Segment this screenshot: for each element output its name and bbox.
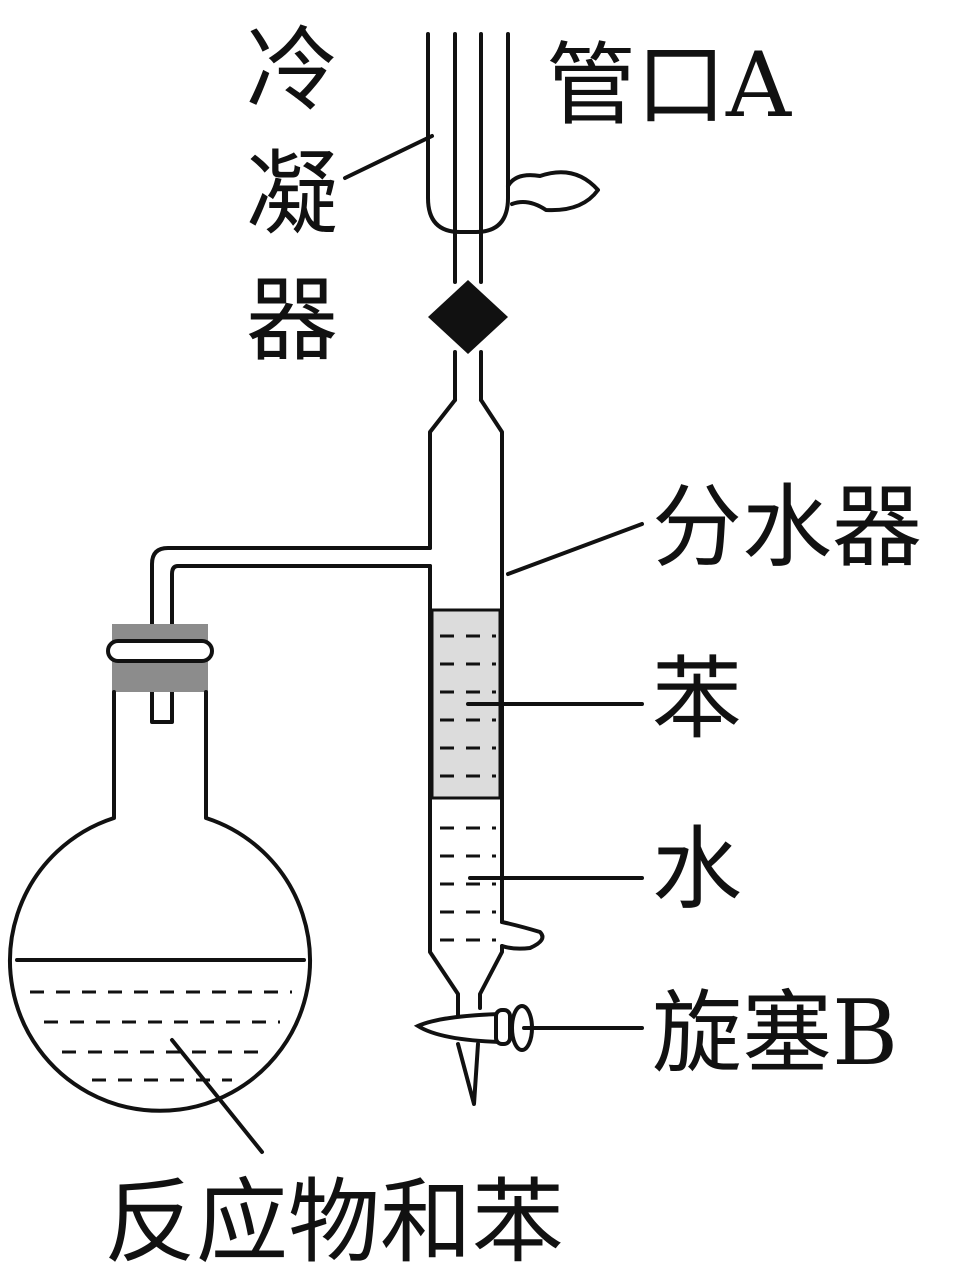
benzene-label: 苯 <box>652 647 742 752</box>
rubber-stopper <box>106 624 214 692</box>
stopcock-b <box>413 1004 534 1052</box>
separator-label: 分水器 <box>652 475 922 580</box>
round-bottom-flask <box>8 690 312 1113</box>
port-a-label: 管口A <box>546 33 792 138</box>
stopcock-b-label: 旋塞B <box>652 981 898 1086</box>
condenser-label-char-2: 凝 <box>246 141 338 248</box>
flask-liquid-dashes <box>30 990 292 1082</box>
leader-lines <box>170 134 644 1154</box>
reactants-label: 反应物和苯 <box>104 1169 564 1276</box>
condenser <box>426 32 600 284</box>
benzene-dashes <box>440 634 496 778</box>
water-separator <box>428 350 545 1106</box>
condenser-label-char-1: 冷 <box>246 17 338 124</box>
connecting-tube <box>150 546 432 724</box>
ground-glass-joint <box>428 280 508 354</box>
condenser-label-char-3: 器 <box>246 267 338 374</box>
water-dashes <box>440 826 496 942</box>
water-label: 水 <box>652 817 742 922</box>
